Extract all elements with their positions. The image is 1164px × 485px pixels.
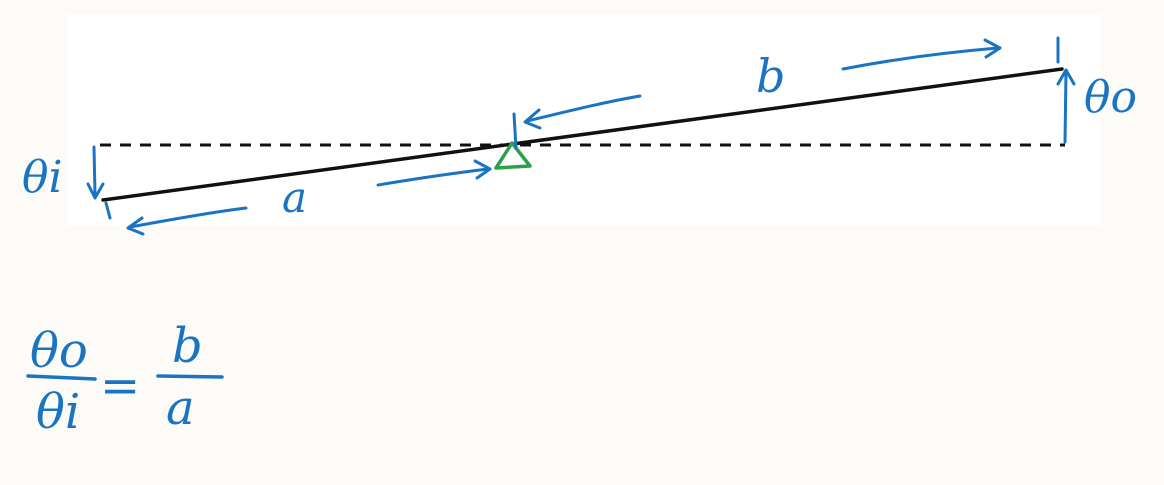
equation-fraction-bar-left: [26, 374, 97, 381]
lever-bar: [101, 67, 1064, 202]
equation-denominator-right: a: [166, 380, 195, 436]
fulcrum-triangle: [494, 141, 532, 170]
theta-i-label: θi: [22, 152, 63, 203]
equation-fraction-bar-right: [156, 374, 224, 379]
pivot-tick: [512, 112, 518, 150]
arm-b-label: b: [756, 49, 785, 103]
arm-a-right-arrow: [376, 159, 492, 187]
diagram-panel: [68, 14, 1100, 226]
ratio-equation: θo θi = b a: [26, 318, 224, 440]
arm-b-left-arrow: [523, 94, 642, 130]
equation-denominator-left: θi: [36, 384, 80, 440]
theta-o-arrow: [1056, 68, 1076, 144]
arm-a-left-arrow: [126, 206, 248, 236]
left-end-tick: [104, 201, 112, 220]
arm-a-label: a: [282, 173, 307, 222]
theta-o-label: θo: [1084, 72, 1137, 123]
equation-equals-sign: =: [100, 358, 140, 414]
theta-i-arrow: [86, 145, 105, 200]
arm-b-right-arrow: [841, 38, 1002, 71]
equation-numerator-right: b: [172, 318, 203, 374]
equation-numerator-left: θo: [30, 323, 88, 379]
